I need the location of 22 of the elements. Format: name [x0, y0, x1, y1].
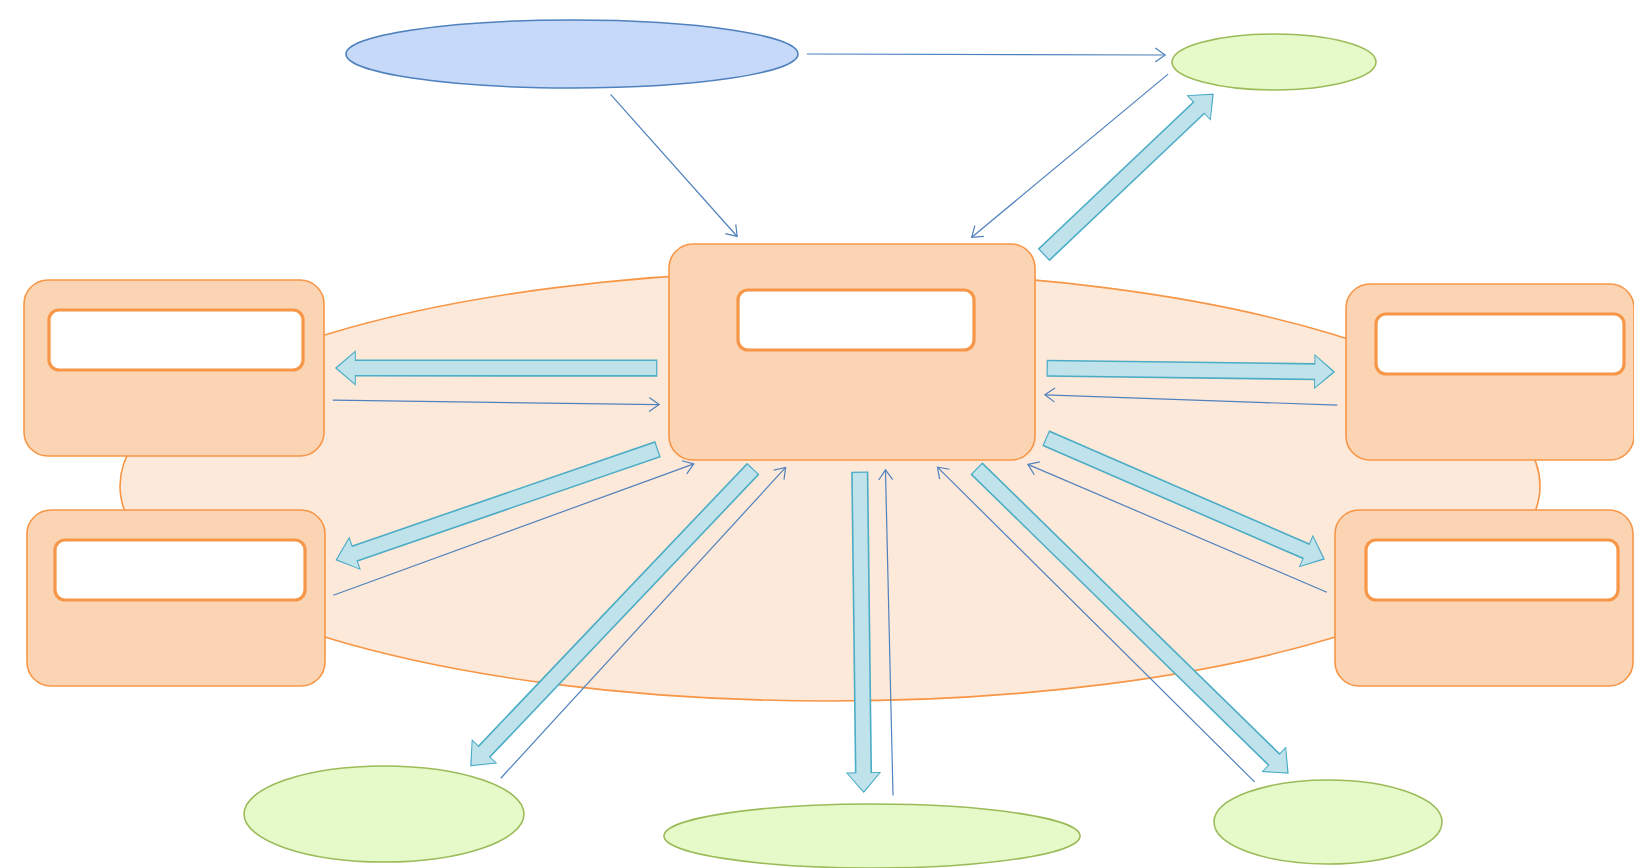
- oval: [1171, 33, 1377, 91]
- oval: [1213, 779, 1443, 865]
- oval: [345, 19, 799, 89]
- label-box: [53, 538, 307, 602]
- arrow: [609, 93, 738, 238]
- oval: [243, 765, 525, 863]
- label-box: [1374, 312, 1626, 376]
- label-box: [1364, 538, 1620, 602]
- block-arrow: [970, 462, 1289, 774]
- arrow: [936, 466, 1256, 783]
- arrow: [500, 466, 787, 779]
- arrow: [332, 460, 695, 596]
- arrow: [1026, 461, 1328, 593]
- arrow: [970, 73, 1169, 239]
- oval: [663, 803, 1081, 868]
- arrow: [332, 396, 661, 413]
- arrow: [878, 468, 894, 796]
- arrow: [1043, 387, 1338, 406]
- block-arrow: [1037, 93, 1214, 262]
- label-box: [736, 288, 976, 352]
- label-box: [47, 308, 305, 372]
- arrow: [806, 47, 1167, 63]
